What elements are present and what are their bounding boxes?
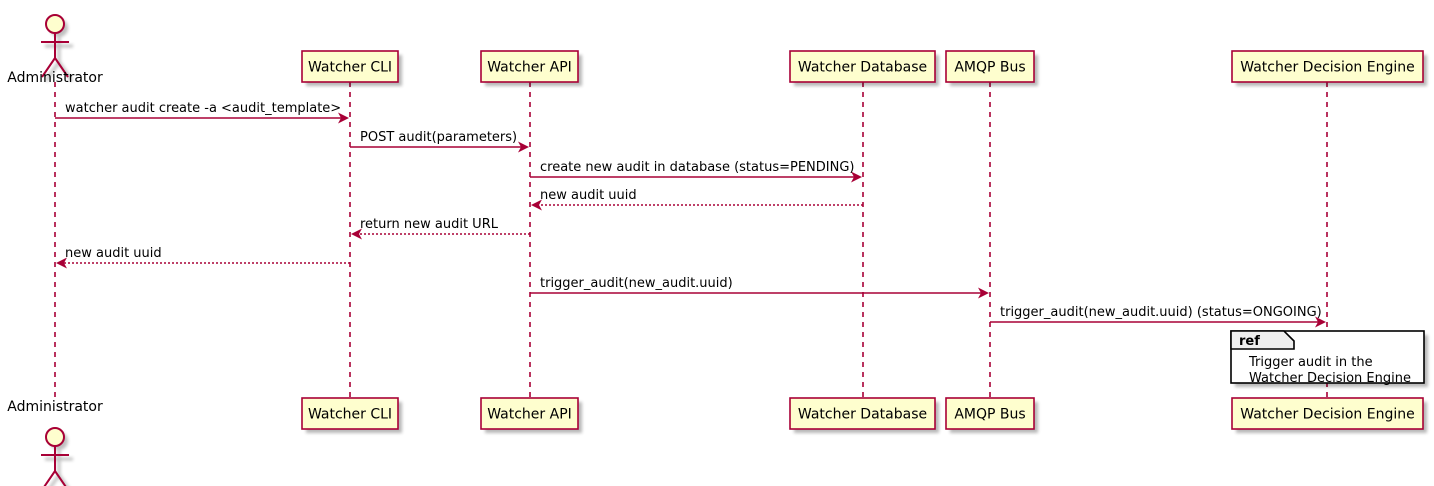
message-arrowhead-icon	[351, 228, 362, 240]
messages-layer: watcher audit create -a <audit_template>…	[55, 101, 1326, 328]
participant-label: AMQP Bus	[954, 60, 1025, 76]
message-1[interactable]: POST audit(parameters)	[350, 130, 529, 153]
actor-body-icon	[41, 33, 69, 78]
message-2[interactable]: create new audit in database (status=PEN…	[530, 160, 862, 183]
participant-label: Watcher CLI	[308, 60, 392, 76]
ref-body-line-1: Watcher Decision Engine	[1249, 371, 1411, 386]
actor-head-icon	[45, 14, 65, 34]
message-4[interactable]: return new audit URL	[351, 217, 530, 240]
participant-amqp-bus-top[interactable]: AMQP Bus	[945, 50, 1038, 86]
participant-watcher-db-bottom[interactable]: Watcher Database	[789, 397, 939, 433]
participant-box	[789, 397, 936, 430]
message-label: new audit uuid	[540, 188, 637, 203]
message-arrowhead-icon	[1315, 316, 1326, 328]
participant-label: Administrator	[7, 70, 103, 86]
message-label: return new audit URL	[360, 217, 499, 232]
participant-box	[1231, 50, 1424, 83]
message-arrowhead-icon	[518, 141, 529, 153]
participant-label: Watcher Decision Engine	[1240, 407, 1414, 423]
message-label: new audit uuid	[65, 246, 162, 261]
ref-body-line-0: Trigger audit in the	[1248, 355, 1373, 370]
participant-label: Watcher Database	[798, 407, 927, 423]
message-label: watcher audit create -a <audit_template>	[65, 101, 341, 116]
participant-decision-engine-top[interactable]: Watcher Decision Engine	[1231, 50, 1427, 86]
participant-watcher-api-bottom[interactable]: Watcher API	[480, 397, 582, 433]
participant-box	[1231, 397, 1424, 430]
participant-box	[301, 50, 399, 83]
participant-watcher-api-top[interactable]: Watcher API	[480, 50, 582, 86]
participant-administrator-top[interactable]: Administrator	[7, 14, 103, 86]
participant-box	[945, 50, 1035, 83]
participant-box	[301, 397, 399, 430]
message-7[interactable]: trigger_audit(new_audit.uuid) (status=ON…	[990, 305, 1326, 328]
actor-body-icon	[41, 446, 69, 486]
message-label: create new audit in database (status=PEN…	[540, 160, 855, 175]
message-arrowhead-icon	[978, 287, 989, 299]
participant-decision-engine-bottom[interactable]: Watcher Decision Engine	[1231, 397, 1427, 433]
message-label: trigger_audit(new_audit.uuid) (status=ON…	[1000, 305, 1322, 320]
participant-administrator-bottom[interactable]: Administrator	[7, 399, 103, 486]
participant-box	[480, 50, 579, 83]
message-arrowhead-icon	[56, 257, 67, 269]
participant-box	[480, 397, 579, 430]
participant-label: Watcher Database	[798, 60, 927, 76]
participant-label: Watcher API	[487, 407, 572, 423]
lifelines-layer	[54, 82, 1328, 398]
message-3[interactable]: new audit uuid	[531, 188, 863, 211]
message-arrowhead-icon	[851, 171, 862, 183]
participant-label: AMQP Bus	[954, 407, 1025, 423]
message-label: POST audit(parameters)	[360, 130, 517, 145]
message-0[interactable]: watcher audit create -a <audit_template>	[55, 101, 349, 124]
participant-label: Administrator	[7, 399, 103, 415]
participant-watcher-cli-bottom[interactable]: Watcher CLI	[301, 397, 402, 433]
message-5[interactable]: new audit uuid	[56, 246, 350, 269]
ref-operator-label: ref	[1239, 334, 1260, 349]
participant-box	[945, 397, 1035, 430]
participant-label: Watcher CLI	[308, 407, 392, 423]
participant-watcher-db-top[interactable]: Watcher Database	[789, 50, 939, 86]
message-6[interactable]: trigger_audit(new_audit.uuid)	[530, 276, 989, 299]
participant-label: Watcher Decision Engine	[1240, 60, 1414, 76]
actor-head-icon	[45, 427, 65, 447]
ref-operator-tab	[1230, 330, 1295, 350]
participant-watcher-cli-top[interactable]: Watcher CLI	[301, 50, 402, 86]
participant-amqp-bus-bottom[interactable]: AMQP Bus	[945, 397, 1038, 433]
message-label: trigger_audit(new_audit.uuid)	[540, 276, 733, 291]
message-arrowhead-icon	[531, 199, 542, 211]
participant-label: Watcher API	[487, 60, 572, 76]
message-arrowhead-icon	[338, 112, 349, 124]
participant-box	[789, 50, 936, 83]
